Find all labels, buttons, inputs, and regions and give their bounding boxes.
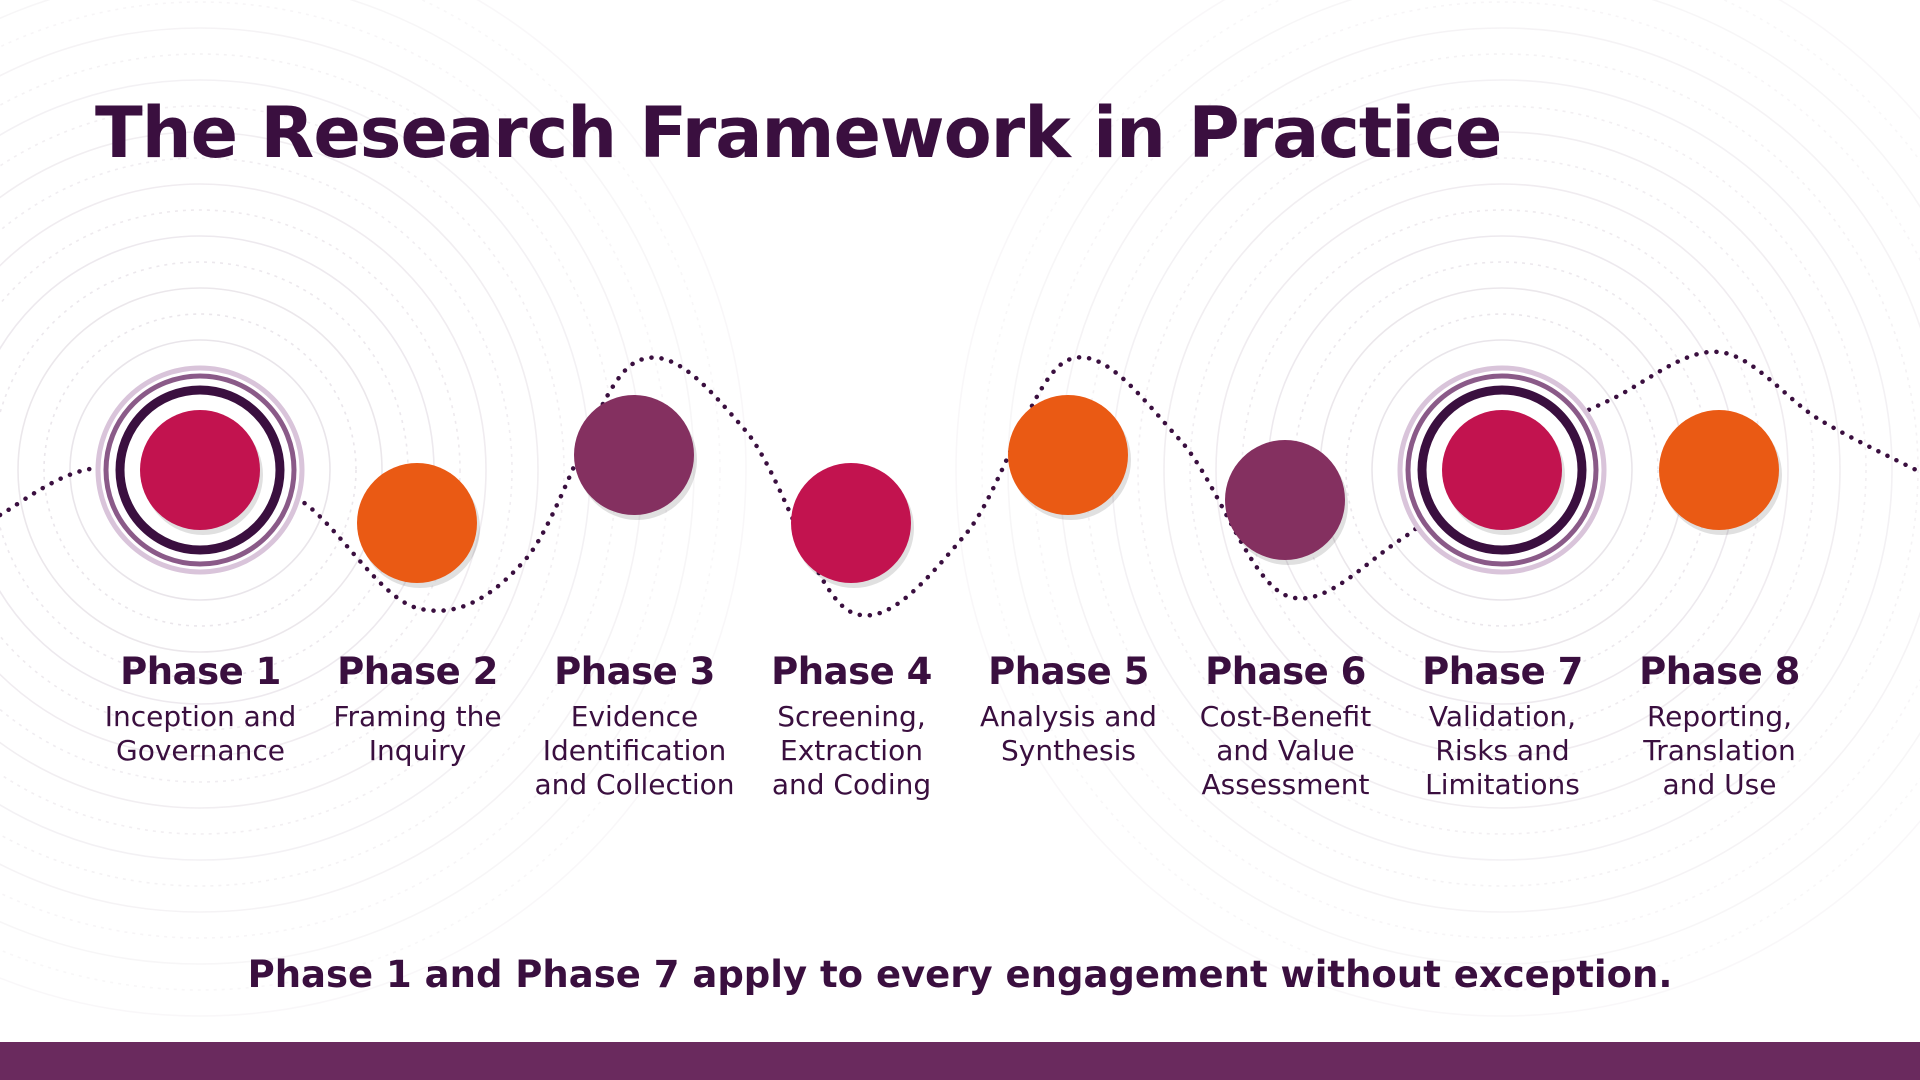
background-ring-2 (1371, 339, 1633, 601)
background-ring-2 (1137, 105, 1867, 835)
phase-node-2 (357, 463, 480, 588)
phase-node-circle (1008, 395, 1128, 515)
phase-description-line: Framing the (333, 700, 502, 733)
phase-title: Phase 4 (771, 650, 932, 693)
phase-description-line: Risks and (1435, 734, 1570, 767)
phase-node-5 (1008, 395, 1131, 520)
phase-description-line: and Collection (534, 768, 735, 801)
bottom-bar (0, 1042, 1920, 1080)
phase-node-8 (1659, 410, 1782, 535)
phase-description-line: Validation, (1428, 700, 1577, 733)
phase-node-3 (574, 395, 697, 520)
background-ring-2 (1007, 0, 1920, 965)
phase-node-circle (1225, 440, 1345, 560)
phase-title: Phase 8 (1639, 650, 1800, 693)
background-ring-1 (0, 0, 695, 965)
background-ring-1 (0, 157, 513, 783)
phase-node-circle (1442, 410, 1562, 530)
highlight-outer-ring (103, 373, 297, 567)
phase-node-6 (1225, 440, 1348, 565)
highlight-outer-ring (1405, 373, 1599, 567)
phase-description-line: Assessment (1201, 768, 1370, 801)
phase-description-line: Limitations (1425, 768, 1580, 801)
phase-description-line: Synthesis (1001, 734, 1136, 767)
phase-node-circle (357, 463, 477, 583)
footnote: Phase 1 and Phase 7 apply to every engag… (247, 953, 1673, 996)
phase-title: Phase 3 (554, 650, 715, 693)
background-ring-2 (1189, 157, 1815, 783)
phase-title: Phase 2 (337, 650, 498, 693)
phase-description-line: Reporting, (1646, 700, 1793, 733)
phase-description-line: Governance (116, 734, 285, 767)
phase-description-line: Cost-Benefit (1199, 700, 1372, 733)
phase-node-circle (140, 410, 260, 530)
phase-node-4 (791, 463, 914, 588)
phase-node-circle (1659, 410, 1779, 530)
phase-nodes (95, 365, 1782, 588)
phase-title: Phase 5 (988, 650, 1149, 693)
phase-title: Phase 7 (1422, 650, 1583, 693)
phase-node-circle (791, 463, 911, 583)
background-ring-2 (1345, 313, 1659, 627)
phase-description-line: and Coding (771, 768, 932, 801)
phase-description-line: Inquiry (368, 734, 467, 767)
background-ring-1 (43, 313, 357, 627)
background-ring-1 (69, 339, 331, 601)
dotted-timeline-path (0, 349, 1920, 618)
background-ring-1 (0, 183, 487, 757)
background-ring-1 (0, 209, 461, 731)
phase-description-line: and Value (1216, 734, 1355, 767)
phase-node-circle (574, 395, 694, 515)
phase-node-7 (1397, 365, 1607, 575)
phase-description-line: Extraction (780, 734, 923, 767)
phase-description-line: and Use (1662, 768, 1777, 801)
phase-description-line: Evidence (570, 700, 699, 733)
page-title: The Research Framework in Practice (95, 92, 1502, 174)
phase-node-1 (95, 365, 305, 575)
background-ring-2 (1215, 183, 1789, 757)
phase-title: Phase 6 (1205, 650, 1366, 693)
background-ring-1 (0, 105, 565, 835)
phase-description-line: Analysis and (980, 700, 1157, 733)
phase-description-line: Inception and (104, 700, 297, 733)
phase-description-line: Screening, (777, 700, 926, 733)
phase-description-line: Translation (1643, 734, 1796, 767)
background-ring-2 (1163, 131, 1841, 809)
background-ring-1 (0, 131, 539, 809)
phase-title: Phase 1 (120, 650, 281, 693)
background-ring-1 (17, 287, 383, 653)
phase-description-line: Identification (542, 734, 727, 767)
